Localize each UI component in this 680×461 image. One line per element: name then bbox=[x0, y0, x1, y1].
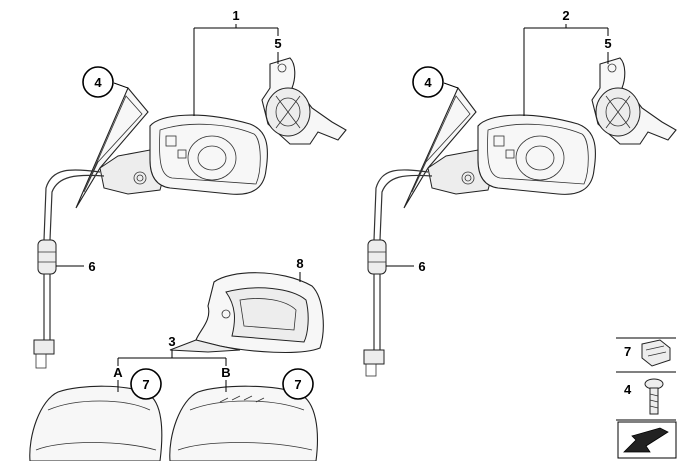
right-cable bbox=[373, 169, 429, 241]
left-connector bbox=[33, 339, 55, 355]
callout-8: 8 bbox=[296, 256, 303, 271]
screw-icon bbox=[644, 378, 664, 415]
variant-b-label: B bbox=[221, 365, 230, 380]
mirror-base-trim bbox=[169, 272, 324, 353]
callout-6-right: 6 bbox=[418, 259, 425, 274]
legend-item-4: 4 bbox=[624, 382, 632, 397]
mirror-cap-b bbox=[169, 385, 318, 461]
callout-labels: 1 2 5 5 4 4 6 6 8 3 A B 7 7 bbox=[82, 8, 612, 400]
navigation-arrow-icon bbox=[617, 421, 677, 459]
left-mirror-frame bbox=[149, 114, 268, 195]
left-cable bbox=[43, 169, 101, 241]
callout-3: 3 bbox=[168, 334, 175, 349]
callout-7-a: 7 bbox=[142, 377, 149, 392]
callout-4-left-circle bbox=[82, 66, 114, 98]
left-drive-unit bbox=[261, 57, 347, 145]
callout-4-left: 4 bbox=[94, 75, 102, 90]
callout-5-right: 5 bbox=[604, 36, 611, 51]
callout-7-b: 7 bbox=[294, 377, 301, 392]
right-mirror-assembly bbox=[363, 57, 677, 377]
left-mirror-assembly bbox=[33, 57, 347, 369]
clip-icon bbox=[641, 339, 671, 367]
variant-a-label: A bbox=[113, 365, 123, 380]
right-grommet bbox=[367, 239, 387, 275]
right-connector bbox=[363, 349, 385, 365]
left-grommet bbox=[37, 239, 57, 275]
right-drive-unit bbox=[591, 57, 677, 145]
callout-7-b-circle bbox=[282, 368, 314, 400]
callout-5-left: 5 bbox=[274, 36, 281, 51]
legend-panel: 7 4 bbox=[616, 337, 677, 459]
leader-lines bbox=[56, 24, 609, 392]
callout-6-left: 6 bbox=[88, 259, 95, 274]
right-mirror-frame bbox=[477, 114, 596, 195]
callout-7-a-circle bbox=[130, 368, 162, 400]
mirror-cap-a bbox=[29, 385, 163, 461]
callout-4-right-circle bbox=[412, 66, 444, 98]
callout-1: 1 bbox=[232, 8, 239, 23]
legend-item-7: 7 bbox=[624, 344, 631, 359]
callout-2: 2 bbox=[562, 8, 569, 23]
callout-4-right: 4 bbox=[424, 75, 432, 90]
